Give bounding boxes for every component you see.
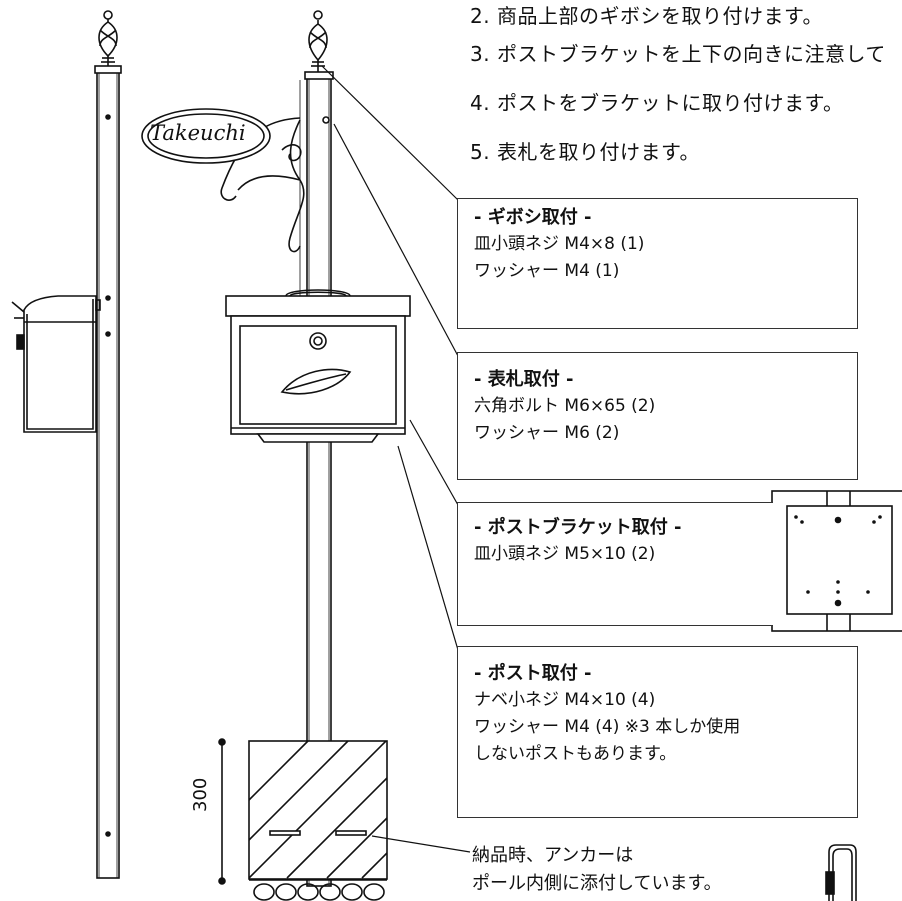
dimension-line [218, 738, 226, 885]
dimension-label: 300 [190, 777, 211, 812]
step-4: 4. ポストをブラケットに取り付けます。 [470, 91, 844, 115]
front-view-finial [308, 10, 328, 72]
post-part-1: ナベ小ネジ M4×10 (4) [474, 690, 656, 710]
concrete-foundation [248, 740, 388, 901]
bracket-parts-title: - ポストブラケット取付 - [474, 517, 682, 538]
post-parts-title: - ポスト取付 - [474, 663, 592, 684]
nameplate [141, 108, 271, 164]
anchor-note: 納品時、アンカーは ポール内側に添付しています。 [472, 842, 722, 898]
step-5: 5. 表札を取り付けます。 [470, 140, 700, 164]
nameplate-parts-title: - 表札取付 - [474, 369, 574, 390]
finial-part-2: ワッシャー M4 (1) [474, 261, 620, 281]
bracket-parts-box: - ポストブラケット取付 - 皿小頭ネジ M5×10 (2) [457, 502, 773, 626]
finial-parts-box: - ギボシ取付 - 皿小頭ネジ M4×8 (1) ワッシャー M4 (1) [457, 198, 858, 329]
post-part-3: しないポストもあります。 [474, 744, 677, 764]
anchor-detail [825, 844, 857, 901]
anchor-note-line-2: ポール内側に添付しています。 [472, 873, 722, 894]
anchor-note-line-1: 納品時、アンカーは [472, 845, 634, 866]
nameplate-bracket [220, 116, 330, 253]
step-3: 3. ポストブラケットを上下の向きに注意して [470, 42, 886, 66]
bracket-detail [771, 490, 902, 632]
side-view-pole [94, 65, 122, 879]
post-parts-box: - ポスト取付 - ナベ小ネジ M4×10 (4) ワッシャー M4 (4) ※… [457, 646, 858, 818]
post-part-2: ワッシャー M4 (4) ※3 本しか使用 [474, 717, 741, 737]
nameplate-parts-box: - 表札取付 - 六角ボルト M6×65 (2) ワッシャー M6 (2) [457, 352, 858, 480]
finial-part-1: 皿小頭ネジ M4×8 (1) [474, 234, 645, 254]
nameplate-part-1: 六角ボルト M6×65 (2) [474, 396, 656, 416]
side-view-mailbox [11, 295, 101, 433]
leader-lines [321, 65, 471, 853]
finial-parts-title: - ギボシ取付 - [474, 207, 592, 228]
bracket-part-1: 皿小頭ネジ M5×10 (2) [474, 544, 656, 564]
side-view-finial [98, 10, 118, 66]
step-2: 2. 商品上部のギボシを取り付けます。 [470, 4, 823, 28]
nameplate-text: Takeuchi [150, 121, 246, 145]
front-mailbox [225, 289, 411, 443]
nameplate-part-2: ワッシャー M6 (2) [474, 423, 620, 443]
